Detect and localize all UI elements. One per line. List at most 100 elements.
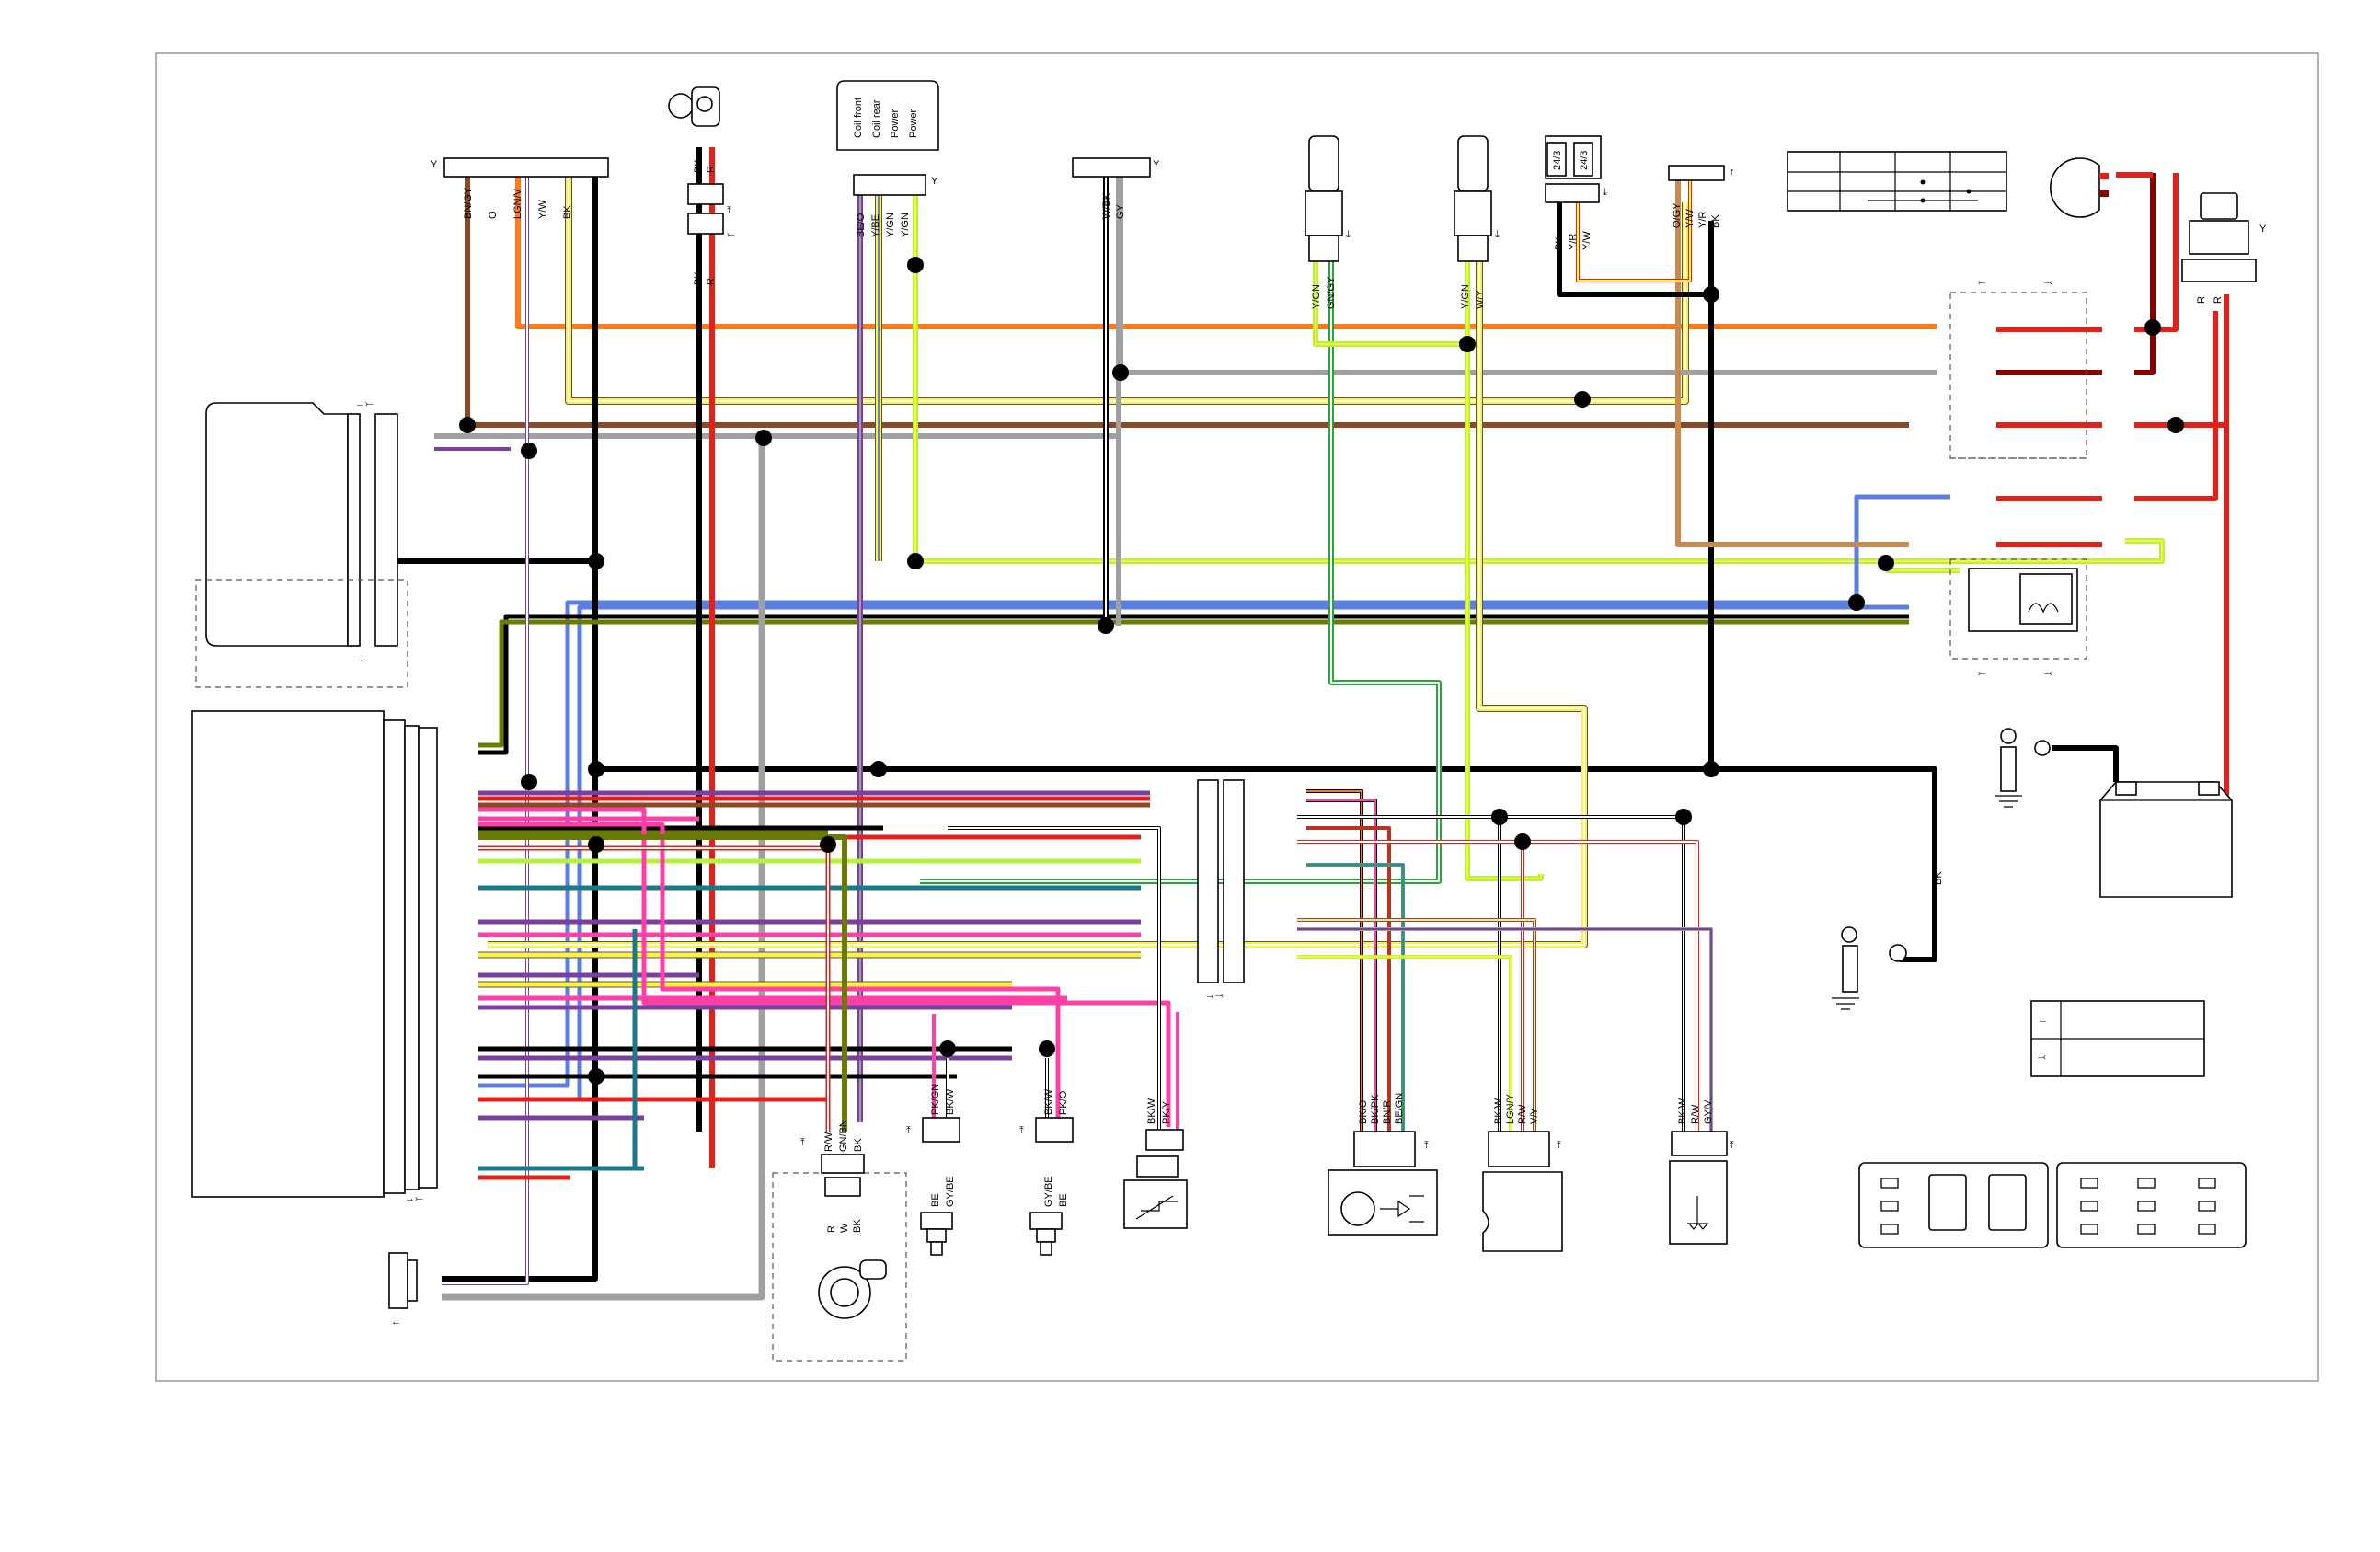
fuse-slot	[2198, 1224, 2216, 1235]
b3-label: PK/O	[1058, 1090, 1069, 1115]
splice-dot	[1848, 594, 1865, 611]
splice-dot	[588, 836, 604, 853]
svg-text:Y: Y	[931, 176, 938, 187]
wire-green-inj	[920, 261, 1442, 884]
wire-inj2-yg-stripe	[1466, 261, 1542, 879]
b6-label: BK/W	[1493, 1098, 1504, 1124]
splice-dot	[870, 761, 887, 777]
svg-text:⤚: ⤚	[1978, 277, 1986, 288]
b3-label: BK/W	[1043, 1088, 1054, 1115]
ground-wire-label: BK	[1933, 871, 1944, 885]
c1-label: Y/W	[537, 200, 548, 219]
b2-lower-label: GY/BE	[945, 1176, 956, 1207]
ground-bolt-1	[1995, 728, 2051, 808]
regulator: ⤚ ⤙	[1949, 558, 2087, 679]
fuse-slot	[2080, 1224, 2098, 1235]
svg-text:⤒: ⤒	[800, 1137, 805, 1148]
svg-text:↑: ↑	[1730, 167, 1735, 178]
splice-dot	[1703, 761, 1719, 777]
symbol-legend: ← ⤙	[2030, 1000, 2205, 1077]
wire-lgreen	[913, 177, 2165, 564]
wire-red-v1	[2134, 173, 2156, 375]
svg-text:←: ←	[391, 1316, 401, 1328]
battery	[2099, 781, 2233, 898]
b3-lower-label: BE	[1058, 1193, 1069, 1207]
wire-relay-yr-stripe	[1577, 180, 1691, 282]
splice-dot	[1039, 1040, 1055, 1057]
wire-inj1-yg	[1313, 261, 1468, 347]
wire-bkpk-stripe	[1306, 799, 1376, 1132]
fuse-slot	[2198, 1178, 2216, 1189]
c4-label: W/BK	[1101, 192, 1112, 219]
b1-lower-label: BK	[852, 1219, 863, 1233]
svg-text:⤓: ⤓	[1346, 229, 1351, 240]
svg-text:⤚: ⤚	[727, 229, 735, 240]
fuse-r-label: R	[2196, 296, 2207, 304]
wire-relay-bk	[1557, 202, 1711, 297]
wire-grey-down	[442, 438, 765, 1301]
c2-bottom-label: R	[706, 278, 717, 285]
svg-text:⤒: ⤒	[1557, 1140, 1561, 1151]
fuse-block-1	[1858, 1162, 2049, 1248]
splice-dot	[1514, 833, 1531, 850]
fuse-slot	[2080, 1178, 2098, 1189]
splice-dot	[588, 761, 604, 777]
svg-text:⤓: ⤓	[1603, 187, 1607, 198]
wire-inj1-yg-stripe	[1315, 261, 1468, 345]
splice-dot	[1098, 617, 1114, 634]
relay-id-label: 24/3	[1552, 151, 1563, 170]
svg-text:⤚: ⤚	[1978, 668, 1986, 679]
svg-text:→⤙: →⤙	[1205, 990, 1224, 1001]
c4-label: GY	[1115, 203, 1126, 219]
wire-green-inj-stripe	[920, 261, 1440, 882]
b7-label: BK/W	[1677, 1098, 1688, 1124]
splice-dot	[588, 1068, 604, 1085]
splice-dot	[2144, 319, 2161, 336]
b1-label: R/W	[823, 1132, 834, 1152]
fuse-block-2	[2056, 1162, 2247, 1248]
wire-bkw-3	[948, 826, 1161, 1132]
splice-dot	[2167, 417, 2184, 433]
svg-text:←: ←	[2038, 1015, 2048, 1026]
coil-wire-label: BE/O	[856, 213, 867, 237]
b7-label: GY/V	[1703, 1099, 1714, 1124]
splice-bar: →⤙	[1197, 779, 1245, 1001]
lamp-socket	[2050, 157, 2109, 218]
coil-box-label: Power	[908, 109, 919, 138]
wire-violet-1-stripe	[442, 177, 528, 1284]
left-main-module: →⤚	[191, 710, 438, 1204]
svg-text:→⤚: →⤚	[355, 398, 374, 409]
fuse-slot	[2137, 1224, 2156, 1235]
c1-label: LGN/V	[512, 188, 523, 219]
b1-lower-label: W	[839, 1223, 850, 1233]
wire-olive	[478, 619, 1909, 748]
c2-top-label: R	[706, 166, 717, 173]
inj1-label: GN/GY	[1326, 276, 1337, 309]
b4-label: BK/W	[1146, 1098, 1157, 1124]
fuse-r-label: R	[2213, 296, 2224, 304]
splice-dot	[1675, 809, 1692, 825]
coil-wire-label: Y/BE	[870, 214, 881, 237]
wire-begn-stripe	[1306, 864, 1404, 1132]
c1-label: O	[488, 211, 499, 219]
wire-rw-2	[1297, 840, 1524, 1132]
relay-id-label: 24/3	[1579, 151, 1590, 170]
b4-label: PK/Y	[1161, 1100, 1172, 1124]
svg-text:⤒: ⤒	[1424, 1140, 1429, 1151]
splice-dot	[820, 836, 836, 853]
coil-box-label: Coil rear	[871, 99, 882, 138]
svg-text:⤒: ⤒	[727, 205, 731, 216]
c7-label: BK	[1710, 214, 1721, 228]
fuse-slot	[1880, 1201, 1899, 1212]
c7-label: Y/W	[1684, 209, 1696, 228]
b7-label: R/W	[1690, 1104, 1701, 1124]
